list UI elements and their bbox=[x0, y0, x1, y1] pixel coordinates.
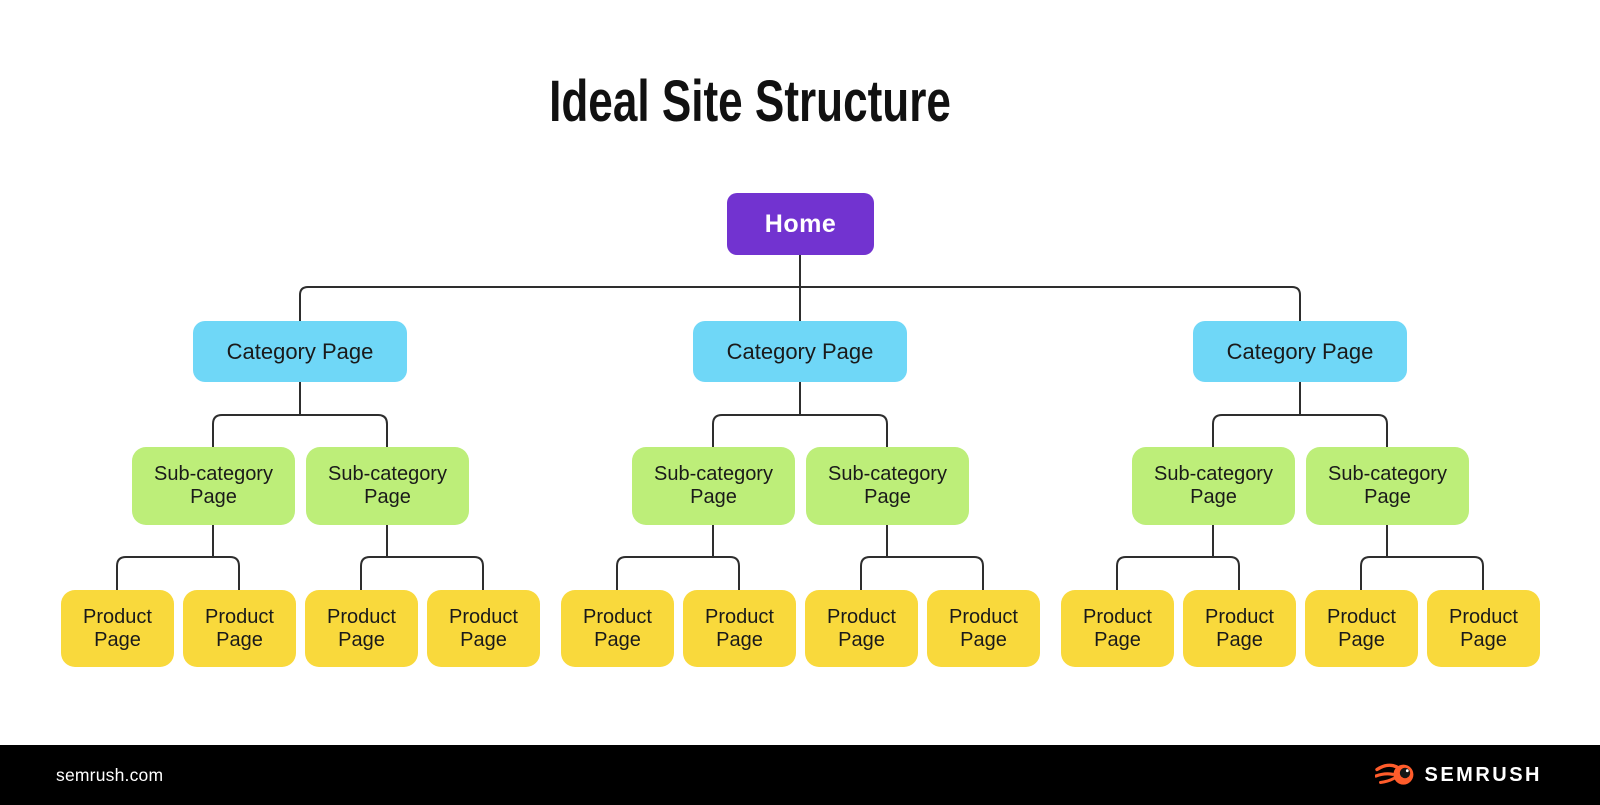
semrush-wordmark: SEMRUSH bbox=[1424, 763, 1542, 786]
semrush-logo: SEMRUSH bbox=[1375, 761, 1542, 789]
category-node: Category Page bbox=[1193, 321, 1407, 382]
subcategory-node: Sub-category Page bbox=[1132, 447, 1295, 525]
subcategory-node: Sub-category Page bbox=[632, 447, 795, 525]
home-node: Home bbox=[727, 193, 874, 255]
product-node: Product Page bbox=[1305, 590, 1418, 667]
product-node: Product Page bbox=[305, 590, 418, 667]
subcategory-node: Sub-category Page bbox=[806, 447, 969, 525]
product-node: Product Page bbox=[61, 590, 174, 667]
subcategory-node: Sub-category Page bbox=[306, 447, 469, 525]
product-node: Product Page bbox=[683, 590, 796, 667]
diagram-title: Ideal Site Structure bbox=[549, 69, 951, 134]
product-node: Product Page bbox=[927, 590, 1040, 667]
footer-site-url: semrush.com bbox=[56, 764, 164, 785]
subcategory-node: Sub-category Page bbox=[1306, 447, 1469, 525]
product-node: Product Page bbox=[561, 590, 674, 667]
product-node: Product Page bbox=[1183, 590, 1296, 667]
product-node: Product Page bbox=[427, 590, 540, 667]
category-node: Category Page bbox=[693, 321, 907, 382]
footer-bar: semrush.com SEMRUSH bbox=[0, 745, 1600, 805]
category-node: Category Page bbox=[193, 321, 407, 382]
subcategory-node: Sub-category Page bbox=[132, 447, 295, 525]
product-node: Product Page bbox=[805, 590, 918, 667]
product-node: Product Page bbox=[183, 590, 296, 667]
product-node: Product Page bbox=[1427, 590, 1540, 667]
semrush-flame-icon bbox=[1375, 763, 1414, 785]
product-node: Product Page bbox=[1061, 590, 1174, 667]
